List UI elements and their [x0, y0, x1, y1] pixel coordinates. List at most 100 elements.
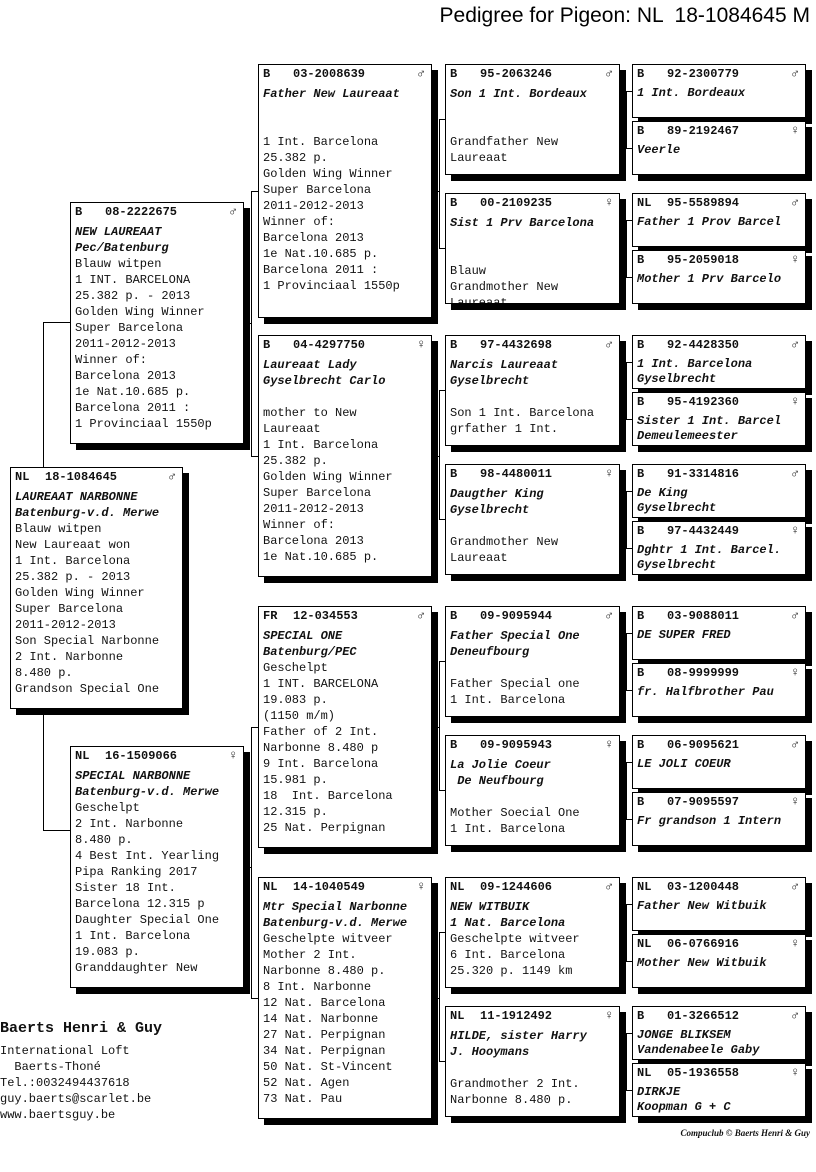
pigeon-name-line: HILDE, sister Harry [450, 1029, 587, 1043]
page-title: Pedigree for Pigeon: NL 18-1084645 M [439, 4, 810, 27]
country-code: B [637, 253, 645, 267]
pigeon-name-line: Father New Witbuik [637, 899, 767, 913]
pigeon-name-line: Father New Laureaat [263, 87, 400, 101]
ring-number: 09-9095943 [480, 738, 553, 752]
pigeon-note-line: 1 Int. Barcelona [15, 554, 131, 568]
male-icon: ♂ [791, 466, 799, 481]
connector-line [626, 148, 632, 149]
ring-number: 14-1040549 [293, 880, 366, 894]
spacer [450, 1060, 615, 1076]
pigeon-note-line: 1 INT. BARCELONA [75, 273, 191, 287]
pigeon-note-line: 34 Nat. Perpignan [263, 1044, 386, 1058]
pigeon-note-line: 1e Nat.10.685 p. [263, 247, 379, 261]
pigeon-note-line: 6 Int. Barcelona [450, 948, 566, 962]
connector-line [626, 633, 632, 634]
male-icon: ♂ [417, 66, 425, 81]
male-icon: ♂ [791, 879, 799, 894]
country-code: B [637, 395, 645, 409]
pigeon-note-line: 25 Nat. Perpignan [263, 821, 386, 835]
ring-number: 95-2059018 [667, 253, 740, 267]
connector-line [439, 390, 440, 519]
owner-website[interactable]: www.baertsguy.be [0, 1108, 116, 1122]
pigeon-note-line: Laureaat [450, 151, 508, 165]
connector-line [439, 119, 445, 120]
owner-email[interactable]: guy.baerts@scarlet.be [0, 1092, 152, 1106]
pigeon-note-line: Super Barcelona [263, 183, 372, 197]
country-code: B [637, 1009, 645, 1023]
pigeon-note-line: Narbonne 8.480 p. [263, 964, 386, 978]
male-icon: ♂ [791, 608, 799, 623]
pigeon-note-line: 2011-2012-2013 [263, 199, 364, 213]
pigeon-note-line: 25.382 p. [263, 454, 328, 468]
connector-line [620, 661, 626, 662]
pigeon-note-line: (1150 m/m) [263, 709, 336, 723]
connector-line [626, 548, 632, 549]
connector-line [626, 1033, 627, 1090]
connector-line [626, 762, 632, 763]
connector-line [626, 961, 632, 962]
connector-line [439, 932, 445, 933]
connector-line [432, 191, 439, 192]
spacer [450, 789, 615, 805]
pigeon-note-line: 8 Int. Narbonne [263, 980, 372, 994]
pigeon-note-line: Mother Soecial One [450, 806, 580, 820]
country-code: B [637, 67, 645, 81]
spacer [263, 118, 427, 134]
female-icon: ♀ [791, 794, 799, 809]
pigeon-note-line: 1 INT. BARCELONA [263, 677, 379, 691]
country-code: B [450, 67, 458, 81]
ring-number: 95-5589894 [667, 196, 740, 210]
pigeon-note-line: Blauw witpen [15, 522, 102, 536]
connector-line [432, 998, 439, 999]
country-code: B [450, 338, 458, 352]
ring-number: 92-4428350 [667, 338, 740, 352]
pigeon-note-line: Winner of: [263, 518, 336, 532]
pigeon-name-line: Gyselbrecht Carlo [263, 374, 386, 388]
spacer [450, 660, 615, 676]
ring-number: 03-9088011 [667, 609, 740, 623]
country-code: NL [637, 937, 652, 951]
ring-number: 09-9095944 [480, 609, 553, 623]
pigeon-name-line: Gyselbrecht [637, 558, 717, 572]
